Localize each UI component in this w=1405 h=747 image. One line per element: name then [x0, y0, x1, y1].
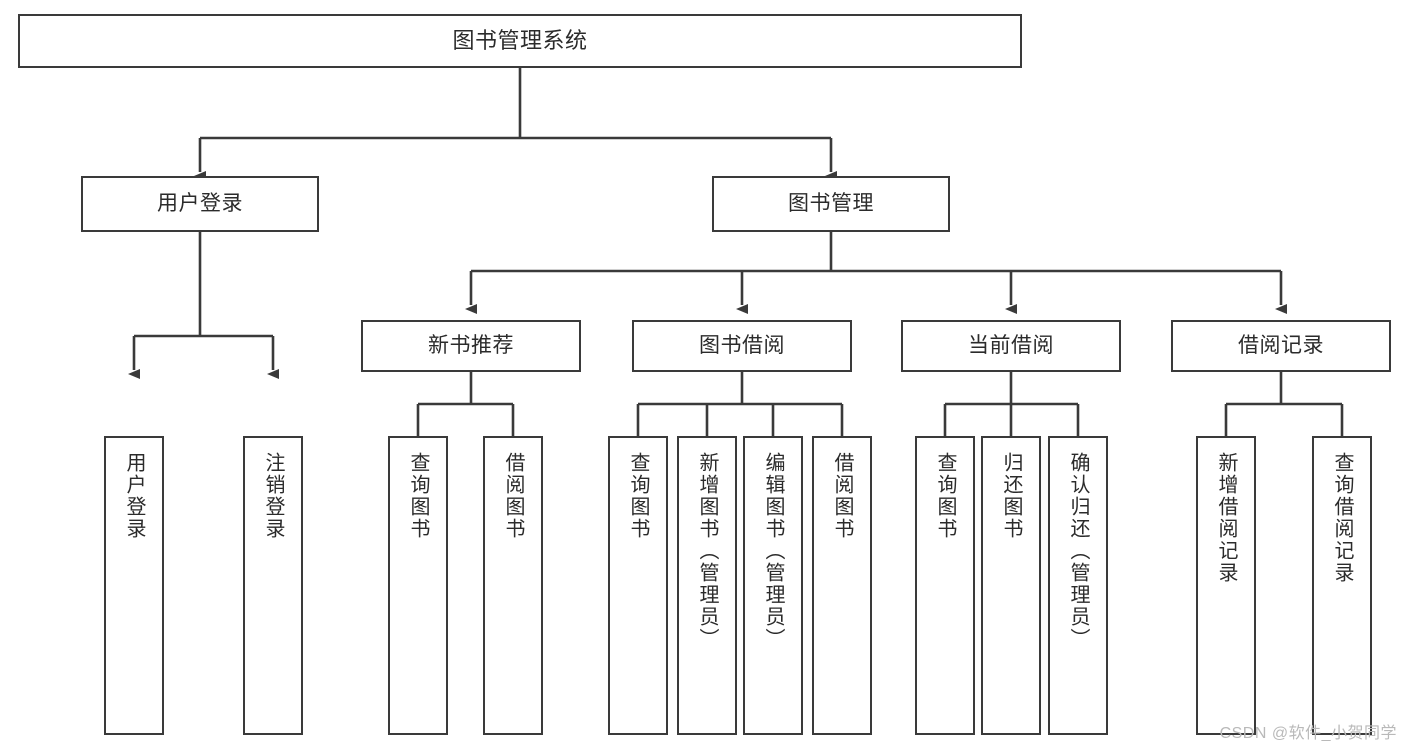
node-leaf-add-record-label: 新增借阅记录: [1215, 452, 1237, 584]
node-leaf-query-book-1[interactable]: 查询图书: [388, 436, 448, 735]
node-book-manage-label: 图书管理: [788, 191, 874, 215]
node-leaf-borrow-book-2-label: 借阅图书: [831, 452, 853, 540]
node-leaf-add-record[interactable]: 新增借阅记录: [1196, 436, 1256, 735]
node-leaf-add-book-label: 新增图书（管理员）: [696, 452, 718, 650]
node-leaf-confirm-return[interactable]: 确认归还（管理员）: [1048, 436, 1108, 735]
node-new-book-recommend[interactable]: 新书推荐: [361, 320, 581, 372]
node-current-borrow-label: 当前借阅: [968, 333, 1054, 357]
node-user-login[interactable]: 用户登录: [81, 176, 319, 232]
node-leaf-logout[interactable]: 注销登录: [243, 436, 303, 735]
node-leaf-query-book-2-label: 查询图书: [627, 452, 649, 540]
node-leaf-query-book-2[interactable]: 查询图书: [608, 436, 668, 735]
node-user-login-label: 用户登录: [157, 191, 243, 215]
node-leaf-borrow-book-2[interactable]: 借阅图书: [812, 436, 872, 735]
node-book-borrow[interactable]: 图书借阅: [632, 320, 852, 372]
node-leaf-logout-label: 注销登录: [262, 452, 284, 540]
node-leaf-query-book-3-label: 查询图书: [934, 452, 956, 540]
watermark-text: CSDN @软件_小贺同学: [1219, 725, 1397, 742]
node-book-manage[interactable]: 图书管理: [712, 176, 950, 232]
node-borrow-record[interactable]: 借阅记录: [1171, 320, 1391, 372]
node-root[interactable]: 图书管理系统: [18, 14, 1022, 68]
node-leaf-return-book-label: 归还图书: [1000, 452, 1022, 540]
node-leaf-confirm-return-label: 确认归还（管理员）: [1067, 452, 1089, 650]
node-leaf-borrow-book-1[interactable]: 借阅图书: [483, 436, 543, 735]
node-leaf-edit-book[interactable]: 编辑图书（管理员）: [743, 436, 803, 735]
node-leaf-user-login-label: 用户登录: [123, 452, 145, 540]
node-root-label: 图书管理系统: [452, 28, 588, 54]
node-leaf-return-book[interactable]: 归还图书: [981, 436, 1041, 735]
node-leaf-borrow-book-1-label: 借阅图书: [502, 452, 524, 540]
node-leaf-query-book-1-label: 查询图书: [407, 452, 429, 540]
node-book-borrow-label: 图书借阅: [699, 333, 785, 357]
node-leaf-add-book[interactable]: 新增图书（管理员）: [677, 436, 737, 735]
node-leaf-edit-book-label: 编辑图书（管理员）: [762, 452, 784, 650]
node-leaf-query-record-label: 查询借阅记录: [1331, 452, 1353, 584]
node-new-book-recommend-label: 新书推荐: [428, 333, 514, 357]
node-leaf-query-record[interactable]: 查询借阅记录: [1312, 436, 1372, 735]
node-borrow-record-label: 借阅记录: [1238, 333, 1324, 357]
node-leaf-user-login[interactable]: 用户登录: [104, 436, 164, 735]
node-leaf-query-book-3[interactable]: 查询图书: [915, 436, 975, 735]
node-current-borrow[interactable]: 当前借阅: [901, 320, 1121, 372]
